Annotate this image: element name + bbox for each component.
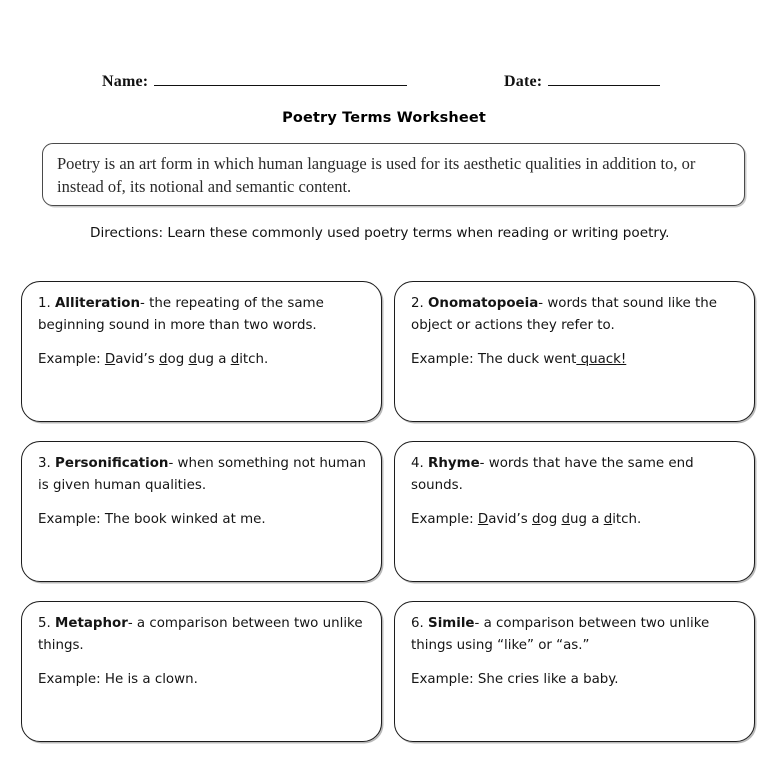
term-card[interactable]: 5. Metaphor- a comparison between two un… xyxy=(21,601,382,742)
poetry-definition-box: Poetry is an art form in which human lan… xyxy=(42,143,745,206)
term-name: Personification xyxy=(55,456,169,471)
example-text: She cries like a baby. xyxy=(477,672,619,687)
example-underlined-text: d xyxy=(532,512,541,527)
term-example: Example: David’s dog dug a ditch. xyxy=(411,509,740,531)
example-text: itch. xyxy=(612,512,642,527)
directions-text: Directions: Learn these commonly used po… xyxy=(90,225,670,241)
term-example: Example: She cries like a baby. xyxy=(411,669,740,691)
term-number: 2. xyxy=(411,296,429,311)
example-underlined-text: d xyxy=(188,352,197,367)
example-underlined-text: D xyxy=(477,512,489,527)
example-label: Example: xyxy=(38,672,105,687)
example-underlined-text: quack! xyxy=(576,352,627,367)
term-description: - a comparison between two unlike things… xyxy=(411,616,710,653)
example-text: He is a clown. xyxy=(104,672,198,687)
example-underlined-text: d xyxy=(230,352,240,367)
term-example: Example: The duck went quack! xyxy=(411,349,740,371)
date-write-line[interactable] xyxy=(548,72,661,86)
poetry-definition-text: Poetry is an art form in which human lan… xyxy=(57,154,696,196)
term-name: Metaphor xyxy=(55,616,128,631)
name-field[interactable]: Name: xyxy=(102,72,408,91)
term-description: - when something not human is given huma… xyxy=(38,456,367,493)
term-example: Example: He is a clown. xyxy=(38,669,367,691)
term-card-row: 3. Personification- when something not h… xyxy=(21,441,755,582)
term-card[interactable]: 2. Onomatopoeia- words that sound like t… xyxy=(394,281,755,422)
example-text: og xyxy=(540,512,562,527)
example-label: Example: xyxy=(411,512,478,527)
example-text: avid’s xyxy=(488,512,533,527)
example-text: avid’s xyxy=(115,352,160,367)
term-number: 6. xyxy=(411,616,429,631)
term-name: Rhyme xyxy=(428,456,480,471)
term-definition: 4. Rhyme- words that have the same end s… xyxy=(411,453,740,497)
term-number: 4. xyxy=(411,456,429,471)
name-write-line[interactable] xyxy=(154,72,408,86)
example-underlined-text: d xyxy=(603,512,613,527)
term-description: - a comparison between two unlike things… xyxy=(38,616,363,653)
example-underlined-text: d xyxy=(561,512,570,527)
page-title: Poetry Terms Worksheet xyxy=(282,110,486,126)
example-text: The book winked at me. xyxy=(104,512,266,527)
example-text: ug a xyxy=(196,352,231,367)
term-description: - words that sound like the object or ac… xyxy=(411,296,718,333)
example-label: Example: xyxy=(38,512,105,527)
example-text: itch. xyxy=(239,352,269,367)
term-definition: 2. Onomatopoeia- words that sound like t… xyxy=(411,293,740,337)
term-definition: 5. Metaphor- a comparison between two un… xyxy=(38,613,367,657)
term-card-row: 1. Alliteration- the repeating of the sa… xyxy=(21,281,755,422)
example-label: Example: xyxy=(411,352,478,367)
term-card[interactable]: 4. Rhyme- words that have the same end s… xyxy=(394,441,755,582)
example-underlined-text: d xyxy=(159,352,168,367)
term-description: - the repeating of the same beginning so… xyxy=(38,296,324,333)
term-description: - words that have the same end sounds. xyxy=(411,456,694,493)
term-example: Example: David’s dog dug a ditch. xyxy=(38,349,367,371)
example-text: og xyxy=(167,352,189,367)
term-number: 1. xyxy=(38,296,56,311)
date-label: Date: xyxy=(504,73,543,90)
name-label: Name: xyxy=(102,73,149,90)
term-number: 5. xyxy=(38,616,56,631)
example-label: Example: xyxy=(411,672,478,687)
example-text: The duck went xyxy=(477,352,577,367)
term-example: Example: The book winked at me. xyxy=(38,509,367,531)
term-card[interactable]: 3. Personification- when something not h… xyxy=(21,441,382,582)
term-definition: 6. Simile- a comparison between two unli… xyxy=(411,613,740,657)
term-cards-grid: 1. Alliteration- the repeating of the sa… xyxy=(21,281,755,761)
header-fields: Name: Date: xyxy=(0,72,768,96)
term-name: Simile xyxy=(428,616,475,631)
term-name: Alliteration xyxy=(55,296,141,311)
example-label: Example: xyxy=(38,352,105,367)
term-definition: 3. Personification- when something not h… xyxy=(38,453,367,497)
date-field[interactable]: Date: xyxy=(504,72,661,91)
term-definition: 1. Alliteration- the repeating of the sa… xyxy=(38,293,367,337)
term-card-row: 5. Metaphor- a comparison between two un… xyxy=(21,601,755,742)
example-underlined-text: D xyxy=(104,352,116,367)
term-card[interactable]: 1. Alliteration- the repeating of the sa… xyxy=(21,281,382,422)
example-text: ug a xyxy=(569,512,604,527)
term-name: Onomatopoeia xyxy=(428,296,539,311)
term-number: 3. xyxy=(38,456,56,471)
term-card[interactable]: 6. Simile- a comparison between two unli… xyxy=(394,601,755,742)
